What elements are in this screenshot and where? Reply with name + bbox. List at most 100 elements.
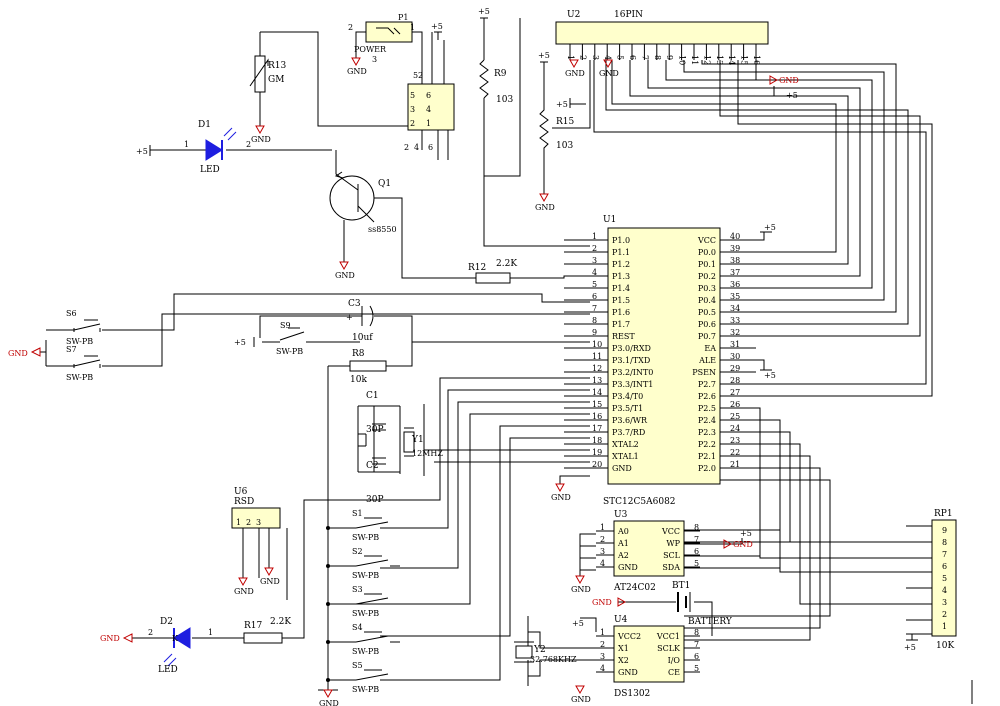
u1-pin-name-13: P3.3/INT1 xyxy=(612,380,653,389)
y2-value: 32.768KHZ xyxy=(530,655,577,664)
u1-pin-name-22: P2.1 xyxy=(698,452,716,461)
sw-left-pin-3: 3 xyxy=(410,105,415,114)
r8-resistor: R8 10k xyxy=(328,342,413,385)
c3-value: 10uf xyxy=(352,333,373,343)
u1-pin-number-37: 37 xyxy=(730,268,740,277)
u1-pin-name-9: REST xyxy=(612,332,635,341)
reset-switches: S6 SW-PB S7 SW-PB GND xyxy=(8,293,590,382)
u3-pin-number-8: 8 xyxy=(694,523,699,532)
u1-pin-name-5: P1.4 xyxy=(612,284,630,293)
svg-text:+5: +5 xyxy=(556,100,568,109)
vcc-symbol-switch: +5 xyxy=(431,22,443,40)
s9-label: SW-PB xyxy=(276,347,303,356)
bt1-battery: BT1 BATTERY xyxy=(618,581,733,636)
gnd-label: GND xyxy=(571,695,591,704)
u3-pin-number-2: 2 xyxy=(600,535,605,544)
u1-pin-name-7: P1.6 xyxy=(612,308,630,317)
sw-left-pin-2: 2 xyxy=(410,119,415,128)
vcc-symbol-r15-wiper: +5 xyxy=(556,98,586,109)
rp1-pin-number-1: 1 xyxy=(942,622,947,631)
u2-pin-number-8: 8 xyxy=(653,55,662,60)
u3-pin-number-3: 3 xyxy=(600,547,605,556)
u3-pin-name-7: WP xyxy=(666,539,680,548)
u2-pin-number-11: 11 xyxy=(690,55,699,65)
u3-pin-number-5: 5 xyxy=(694,559,699,568)
d2-label: LED xyxy=(158,665,178,675)
u1-pin-name-15: P3.5/T1 xyxy=(612,404,643,413)
u2-pin-number-14: 14 xyxy=(727,55,736,65)
switch-contact xyxy=(355,517,389,529)
u2-pin-number-3: 3 xyxy=(591,55,600,60)
gnd-label: GND xyxy=(535,203,555,212)
gnd-triangle xyxy=(351,57,361,67)
u1-pin-name-17: P3.7/RD xyxy=(612,428,645,437)
gnd-symbol: GND xyxy=(565,59,585,78)
u1-pin-number-38: 38 xyxy=(730,256,740,265)
c1-ref: C1 xyxy=(366,391,379,401)
u1-pin-number-22: 22 xyxy=(730,448,740,457)
u1-pin-name-19: XTAL1 xyxy=(612,452,639,461)
sw-bottom-pin-2: 2 xyxy=(404,143,409,152)
gnd-symbol: GND xyxy=(347,57,367,76)
switch-ref-s5: S5 xyxy=(352,661,363,670)
u1-pin-name-26: P2.5 xyxy=(698,404,716,413)
u1-pin-number-36: 36 xyxy=(730,280,740,289)
u1-pin-name-18: XTAL2 xyxy=(612,440,639,449)
q1-body xyxy=(329,175,375,221)
switch-contact xyxy=(355,593,389,605)
rp1-pin-number-6: 6 xyxy=(942,562,947,571)
r13-value: GM xyxy=(268,75,284,85)
p1-pin-right: 1 xyxy=(410,23,415,32)
d2-triangle xyxy=(173,627,191,649)
r8-body xyxy=(349,360,387,372)
u1-pin-number-13: 13 xyxy=(592,376,602,385)
r9-value: 103 xyxy=(496,95,513,105)
q1-ref: Q1 xyxy=(378,179,391,189)
svg-text:+5: +5 xyxy=(764,371,776,380)
gnd-symbol: GND xyxy=(234,577,254,596)
d1-label: LED xyxy=(200,165,220,175)
u6-pin3: 3 xyxy=(256,518,261,527)
u1-pin-number-40: 40 xyxy=(730,232,740,241)
sw-top-pin-2: 2 xyxy=(418,71,423,80)
svg-text:+5: +5 xyxy=(786,91,798,100)
u4-pin-name-4: GND xyxy=(618,668,638,677)
u1-pin-number-26: 26 xyxy=(730,400,740,409)
u1-pin-name-29: PSEN xyxy=(692,368,716,377)
u1-pin-name-37: P0.2 xyxy=(698,272,716,281)
junction-dot xyxy=(326,564,330,568)
u1-pin-number-3: 3 xyxy=(592,256,597,265)
u1-pin-number-8: 8 xyxy=(592,316,597,325)
gnd-symbol: GND xyxy=(535,193,555,212)
gnd-triangle xyxy=(323,689,333,699)
svg-text:+5: +5 xyxy=(764,223,776,232)
u1-pin-name-12: P3.2/INT0 xyxy=(612,368,653,377)
svg-text:+5: +5 xyxy=(904,643,916,652)
svg-text:+5: +5 xyxy=(431,22,443,31)
u6-pin1: 1 xyxy=(236,518,241,527)
u1-pin-name-14: P3.4/T0 xyxy=(612,392,643,401)
rp1-pin-number-4: 4 xyxy=(942,586,947,595)
gnd-triangle xyxy=(264,567,274,577)
vcc-symbol-r15: +5 xyxy=(538,51,550,63)
rp1-body xyxy=(931,519,957,637)
r12-resistor: R12 2.2K xyxy=(468,259,590,284)
u1-pin-number-24: 24 xyxy=(730,424,740,433)
crystal-y2: Y2 32.768KHZ xyxy=(514,616,596,686)
u1-pin-name-4: P1.3 xyxy=(612,272,630,281)
u1-pin-name-30: ALE xyxy=(698,356,716,365)
p1-label: POWER xyxy=(354,45,387,54)
rp1-pin-number-2: 2 xyxy=(942,610,947,619)
u4-pin-number-5: 5 xyxy=(694,664,699,673)
switch-label-s4: SW-PB xyxy=(352,647,379,656)
u3-pin-number-6: 6 xyxy=(694,547,699,556)
u1-pin-name-27: P2.6 xyxy=(698,392,716,401)
u1-pin-number-14: 14 xyxy=(592,388,602,397)
u1-pin-name-11: P3.1/TXD xyxy=(612,356,650,365)
u1-pin-name-28: P2.7 xyxy=(698,380,716,389)
